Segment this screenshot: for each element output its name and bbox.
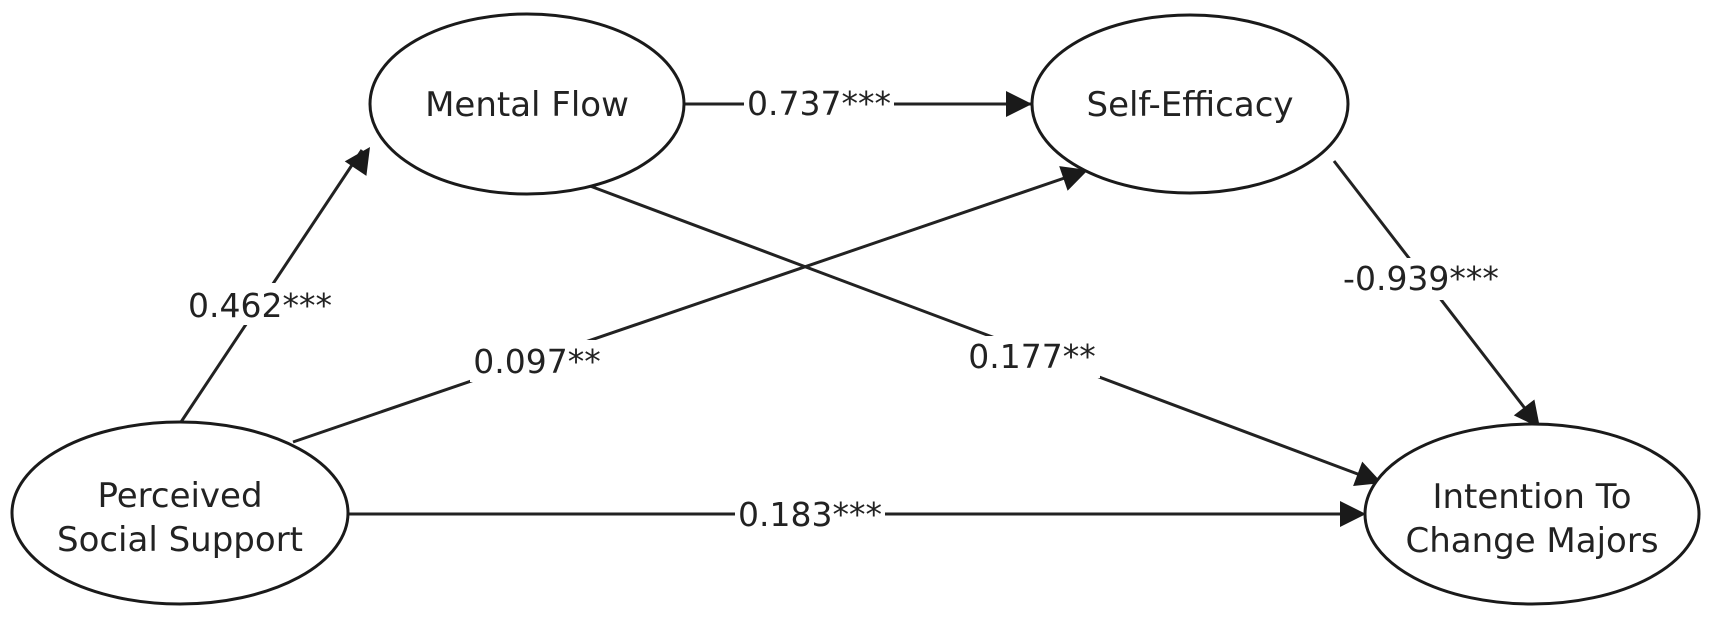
node-self-efficacy: Self-Efficacy — [1030, 13, 1350, 195]
edge-label-pss-mf: 0.462*** — [188, 286, 332, 325]
arrowhead-se-itc — [1513, 399, 1540, 428]
edge-label-se-itc: -0.939*** — [1343, 259, 1499, 298]
edge-mf-itc — [589, 184, 1380, 484]
arrowhead-mf-se — [1006, 91, 1032, 117]
node-shape — [368, 12, 686, 196]
edge-label-pss-se: 0.097** — [473, 342, 600, 381]
arrowhead-mf-itc — [1353, 461, 1382, 487]
edge-label-pss-itc: 0.183*** — [738, 495, 882, 534]
arrowheads — [344, 91, 1540, 527]
label-bg-mf-itc — [966, 336, 1100, 378]
node-shape — [10, 420, 350, 606]
node-shape — [1363, 422, 1701, 606]
arrowhead-pss-itc — [1340, 501, 1366, 527]
label-bg-mf-se — [744, 83, 894, 123]
node-label-line-2: Social Support — [57, 520, 303, 560]
node-label-line-2: Change Majors — [1405, 521, 1658, 561]
label-bg-pss-se — [470, 340, 606, 382]
label-bg-pss-itc — [735, 494, 885, 534]
arrowhead-pss-mf — [344, 147, 370, 176]
edge-label-mf-itc: 0.177** — [968, 337, 1095, 376]
node-label: Self-Efficacy — [1086, 85, 1293, 125]
node-mental-flow: Mental Flow — [368, 12, 686, 196]
label-bg-se-itc — [1338, 258, 1504, 300]
node-label-line-1: Intention To — [1432, 477, 1631, 517]
node-perceived-social-support: Perceived Social Support — [10, 420, 350, 606]
edges — [179, 102, 1539, 516]
node-label-line-1: Perceived — [97, 476, 262, 516]
node-label: Mental Flow — [425, 85, 629, 125]
edge-labels: 0.462*** 0.737*** 0.097** 0.177** -0.939… — [186, 83, 1504, 534]
arrowhead-pss-se — [1059, 166, 1088, 191]
edge-pss-se — [292, 169, 1086, 444]
edge-label-mf-se: 0.737*** — [747, 84, 891, 123]
node-shape — [1030, 13, 1350, 195]
node-intention-to-change-majors: Intention To Change Majors — [1363, 422, 1701, 606]
label-bg-pss-mf — [186, 283, 334, 325]
